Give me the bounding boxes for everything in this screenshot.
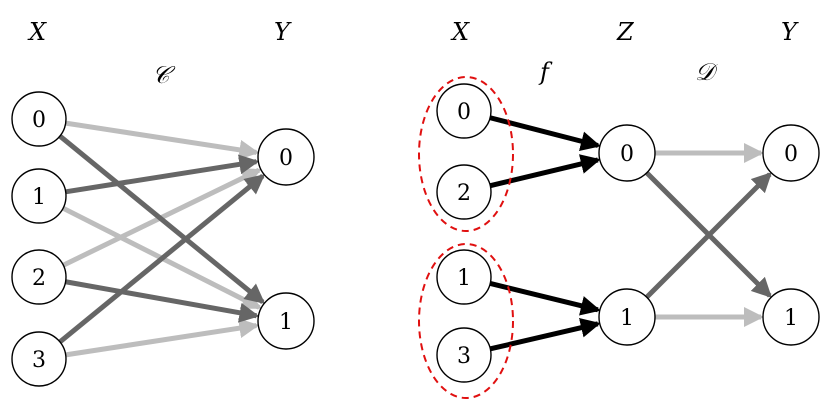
left-output-node-1-label: 1	[279, 310, 293, 335]
map-edge-3-to-1	[489, 317, 601, 352]
right-input-node-2: 2	[436, 164, 492, 220]
map-edge-2-to-0	[489, 154, 601, 189]
left-output-node-0-label: 0	[279, 146, 293, 171]
left-edge-1-to-0	[65, 154, 260, 195]
right-output-node-1-label: 1	[784, 306, 798, 331]
right-input-label: X	[450, 18, 470, 46]
left-input-node-3: 3	[11, 331, 67, 387]
right-output-node-0: 0	[762, 124, 820, 182]
left-input-node-0: 0	[11, 91, 67, 147]
left-input-node-1-label: 1	[32, 185, 46, 210]
right-output-node-0-label: 0	[784, 142, 798, 167]
left-channel-label: 𝒞	[152, 61, 176, 89]
right-middle-node-0-label: 0	[620, 142, 634, 167]
left-input-node-0-label: 0	[32, 108, 46, 133]
left-input-node-3-label: 3	[32, 348, 46, 373]
left-edge-3-to-0	[58, 174, 266, 344]
right-output-node-1: 1	[762, 288, 820, 346]
left-edge-0-to-1	[58, 134, 266, 304]
right-input-node-2-label: 2	[457, 181, 471, 206]
left-input-node-2-label: 2	[32, 266, 46, 291]
left-input-node-1: 1	[11, 168, 67, 224]
right-channel-label: 𝒟	[695, 58, 719, 86]
left-output-label: Y	[274, 18, 292, 46]
right-input-node-1: 1	[436, 249, 492, 305]
left-edge-0-to-0	[65, 120, 260, 160]
map-edge-0-to-0	[489, 115, 601, 151]
right-input-node-1-label: 1	[457, 266, 471, 291]
group-ellipse-top	[418, 76, 514, 232]
left-output-node-0: 0	[257, 128, 315, 186]
edges-layer	[58, 115, 772, 358]
left-output-node-1: 1	[257, 292, 315, 350]
right-middle-node-1: 1	[598, 288, 656, 346]
left-input-label: X	[27, 18, 47, 46]
channel-edge-1-to-0	[644, 172, 772, 300]
right-middle-node-0: 0	[598, 124, 656, 182]
right-map-label: f	[538, 58, 553, 86]
right-input-node-3: 3	[436, 327, 492, 383]
left-edge-2-to-1	[65, 279, 260, 323]
right-input-node-0-label: 0	[457, 100, 471, 125]
right-output-label: Y	[781, 18, 799, 46]
group-ellipse-bottom	[418, 243, 514, 399]
left-edge-3-to-1	[65, 318, 260, 358]
left-input-node-2: 2	[11, 249, 67, 305]
right-input-node-3-label: 3	[457, 344, 471, 369]
right-middle-label: Z	[616, 18, 635, 46]
right-middle-node-1-label: 1	[620, 306, 634, 331]
map-edge-1-to-1	[489, 281, 601, 316]
right-input-node-0: 0	[436, 83, 492, 139]
